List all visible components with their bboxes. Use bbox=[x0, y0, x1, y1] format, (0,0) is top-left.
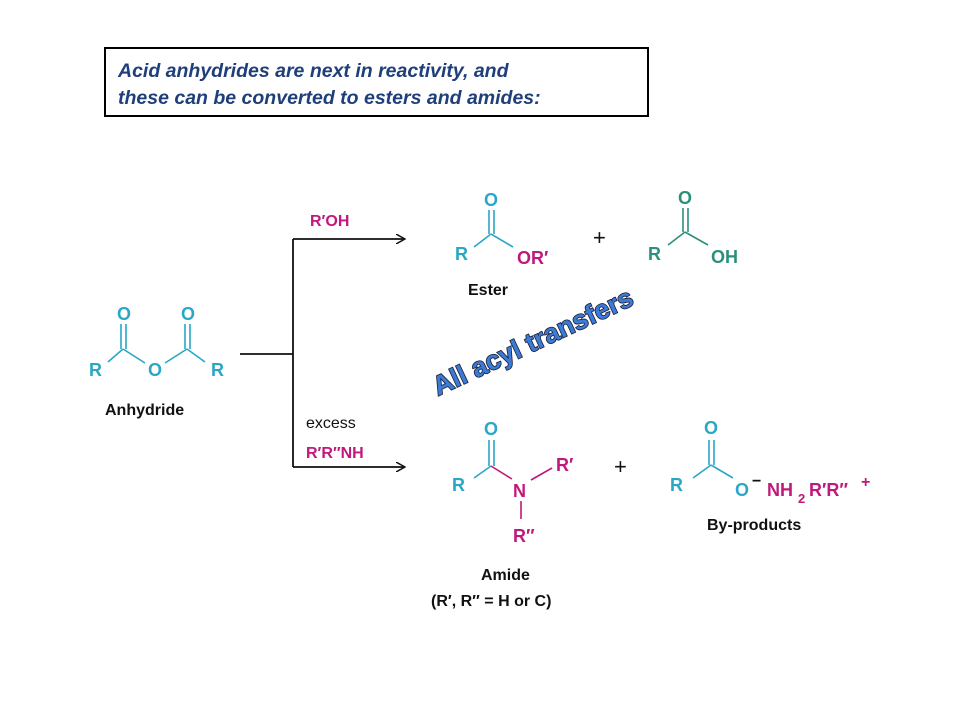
salt-plus-charge: + bbox=[861, 474, 870, 491]
anhydride-label: Anhydride bbox=[105, 402, 184, 419]
reaction-arrows bbox=[240, 239, 404, 467]
amide-structure: O R N R′ R″ bbox=[452, 419, 573, 546]
acid-o: O bbox=[678, 188, 692, 208]
reagent-alcohol: R′OH bbox=[310, 213, 349, 230]
anhydride-o-bridge: O bbox=[148, 360, 162, 380]
anhydride-structure: O O O R R bbox=[89, 304, 224, 380]
salt-o-minus: O bbox=[735, 480, 749, 500]
salt-minus-charge: − bbox=[752, 473, 761, 490]
salt-subscript-2: 2 bbox=[798, 491, 805, 506]
amide-n: N bbox=[513, 481, 526, 501]
amide-r-prime: R′ bbox=[556, 455, 573, 475]
anhydride-r-right: R bbox=[211, 360, 224, 380]
ester-or: OR′ bbox=[517, 248, 548, 268]
plus-sign-upper: + bbox=[593, 225, 606, 250]
byproduct-salt-structure: O R O − NH 2 R′R″ + bbox=[670, 418, 870, 506]
intro-line-2: these can be converted to esters and ami… bbox=[118, 87, 541, 109]
ester-o: O bbox=[484, 190, 498, 210]
anhydride-o-right: O bbox=[181, 304, 195, 324]
ester-label: Ester bbox=[468, 282, 508, 299]
ester-r: R bbox=[455, 244, 468, 264]
all-acyl-transfers-stamp: All acyl transfers bbox=[428, 282, 638, 401]
reagent-amine: R′R″NH bbox=[306, 445, 364, 462]
amide-r-double-prime: R″ bbox=[513, 526, 535, 546]
plus-sign-lower: + bbox=[614, 454, 627, 479]
acid-r: R bbox=[648, 244, 661, 264]
amide-r: R bbox=[452, 475, 465, 495]
carboxylic-acid-structure: O R OH bbox=[648, 188, 738, 267]
salt-nh: NH bbox=[767, 480, 793, 500]
amide-label: Amide bbox=[481, 567, 530, 584]
acid-oh: OH bbox=[711, 247, 738, 267]
anhydride-o-left: O bbox=[117, 304, 131, 324]
intro-text-box: Acid anhydrides are next in reactivity, … bbox=[104, 47, 649, 117]
salt-r: R bbox=[670, 475, 683, 495]
anhydride-r-left: R bbox=[89, 360, 102, 380]
salt-o: O bbox=[704, 418, 718, 438]
intro-line-1: Acid anhydrides are next in reactivity, … bbox=[118, 60, 509, 82]
amide-note: (R′, R″ = H or C) bbox=[431, 593, 551, 610]
amide-o: O bbox=[484, 419, 498, 439]
ester-structure: O R OR′ bbox=[455, 190, 548, 268]
reagent-excess-label: excess bbox=[306, 415, 356, 432]
salt-r-groups: R′R″ bbox=[809, 480, 848, 500]
byproducts-label: By-products bbox=[707, 517, 801, 534]
